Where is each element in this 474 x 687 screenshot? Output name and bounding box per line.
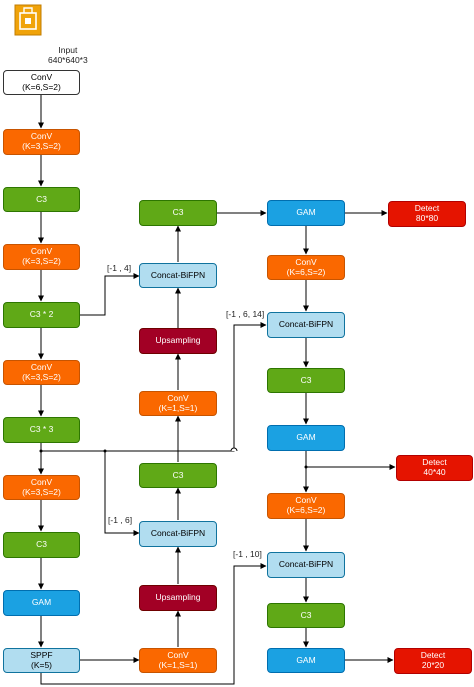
node-title: C3 xyxy=(300,374,312,385)
node-params: (K=1,S=1) xyxy=(158,659,198,670)
node-params: (K=3,S=2) xyxy=(22,371,61,382)
backbone-c3-3: C3 * 3 xyxy=(3,417,80,443)
concat-a-index: [-1 , 6] xyxy=(108,515,133,525)
node-title: Concat-BiFPN xyxy=(150,269,206,280)
node-title: ConV xyxy=(30,361,53,372)
backbone-conv-2: ConV (K=3,S=2) xyxy=(3,244,80,270)
head-conv-1: ConV (K=6,S=2) xyxy=(267,255,345,280)
backbone-c3-2: C3 * 2 xyxy=(3,302,80,328)
backbone-conv-3: ConV (K=3,S=2) xyxy=(3,360,80,385)
node-title: GAM xyxy=(296,432,316,443)
backbone-gam: GAM xyxy=(3,590,80,616)
node-title: Concat-BiFPN xyxy=(150,528,206,539)
node-params: (K=1,S=1) xyxy=(158,402,198,413)
backbone-conv-1: ConV (K=3,S=2) xyxy=(3,129,80,155)
node-size: 20*20 xyxy=(421,660,445,670)
node-title: GAM xyxy=(296,654,316,665)
node-title: Detect xyxy=(422,457,447,468)
input-label: Input 640*640*3 xyxy=(48,45,88,65)
neck-conv-a: ConV (K=1,S=1) xyxy=(139,648,217,673)
head-detect-3: Detect 20*20 xyxy=(394,648,472,674)
neck-c3-b: C3 xyxy=(139,200,217,226)
node-title: Upsampling xyxy=(155,335,201,346)
head-concat-1: Concat-BiFPN xyxy=(267,312,345,338)
node-title: C3 * 3 xyxy=(29,424,54,435)
node-params: (K=6,S=2) xyxy=(22,81,61,92)
node-title: GAM xyxy=(31,597,52,608)
node-title: GAM xyxy=(296,207,316,218)
node-title: Concat-BiFPN xyxy=(278,559,334,570)
node-size: 80*80 xyxy=(415,213,439,223)
node-title: C3 xyxy=(172,469,184,480)
head-detect-1: Detect 80*80 xyxy=(388,201,466,227)
node-title: ConV xyxy=(30,131,53,142)
input-title: Input xyxy=(58,45,78,55)
edge-c33-concat1 xyxy=(105,322,267,452)
node-title: ConV xyxy=(30,71,53,82)
head-concat-2: Concat-BiFPN xyxy=(267,552,345,578)
neck-concat-a: Concat-BiFPN xyxy=(139,521,217,547)
line-jump xyxy=(230,447,238,452)
junction-dot xyxy=(103,449,107,453)
node-title: C3 xyxy=(36,193,47,204)
head-gam-2: GAM xyxy=(267,425,345,451)
neck-conv-b: ConV (K=1,S=1) xyxy=(139,391,217,416)
edge-sppf-concat2 xyxy=(40,563,267,685)
node-title: Detect xyxy=(420,650,446,661)
neck-upsampling-a: Upsampling xyxy=(139,585,217,611)
node-title: C3 xyxy=(300,609,312,620)
node-params: (K=5) xyxy=(30,659,53,670)
node-title: ConV xyxy=(167,649,189,660)
backbone-c3-1: C3 xyxy=(3,187,80,212)
backbone-conv-4: ConV (K=3,S=2) xyxy=(3,475,80,500)
input-size: 640*640*3 xyxy=(48,55,88,66)
backbone-sppf: SPPF (K=5) xyxy=(3,648,80,673)
neck-concat-b: Concat-BiFPN xyxy=(139,263,217,288)
node-title: C3 xyxy=(36,539,47,550)
node-size: 40*40 xyxy=(423,467,446,477)
node-title: Detect xyxy=(414,203,440,214)
concat-1-index: [-1 , 6, 14] xyxy=(226,309,265,319)
node-title: ConV xyxy=(30,476,53,487)
junction-dot xyxy=(304,465,308,469)
node-title: ConV xyxy=(295,495,317,506)
node-title: C3 xyxy=(172,207,184,218)
node-title: C3 * 2 xyxy=(29,309,54,320)
node-title: ConV xyxy=(167,392,189,403)
node-title: Upsampling xyxy=(155,592,201,603)
edge-c32-concatb xyxy=(80,273,140,316)
node-params: (K=6,S=2) xyxy=(286,266,326,277)
node-params: (K=3,S=2) xyxy=(22,141,61,151)
head-gam-3: GAM xyxy=(267,648,345,673)
package-icon xyxy=(14,4,42,36)
node-title: ConV xyxy=(30,246,53,257)
head-c3-2: C3 xyxy=(267,603,345,628)
head-c3-1: C3 xyxy=(267,368,345,393)
head-detect-2: Detect 40*40 xyxy=(396,455,473,481)
node-title: ConV xyxy=(295,256,317,267)
backbone-conv-0: ConV (K=6,S=2) xyxy=(3,70,80,95)
node-params: (K=3,S=2) xyxy=(22,256,61,266)
node-title: Concat-BiFPN xyxy=(278,319,334,330)
neck-c3-a: C3 xyxy=(139,463,217,488)
concat-b-index: [-1 , 4] xyxy=(107,263,132,273)
junction-dot xyxy=(39,449,43,453)
neck-upsampling-b: Upsampling xyxy=(139,328,217,354)
edge-c33-concata xyxy=(41,450,140,536)
head-conv-2: ConV (K=6,S=2) xyxy=(267,493,345,519)
node-title: SPPF xyxy=(30,649,53,660)
node-params: (K=6,S=2) xyxy=(286,505,326,515)
node-params: (K=3,S=2) xyxy=(22,486,61,497)
head-gam-1: GAM xyxy=(267,200,345,226)
concat-2-index: [-1 , 10] xyxy=(233,549,262,559)
backbone-c3-4: C3 xyxy=(3,532,80,558)
